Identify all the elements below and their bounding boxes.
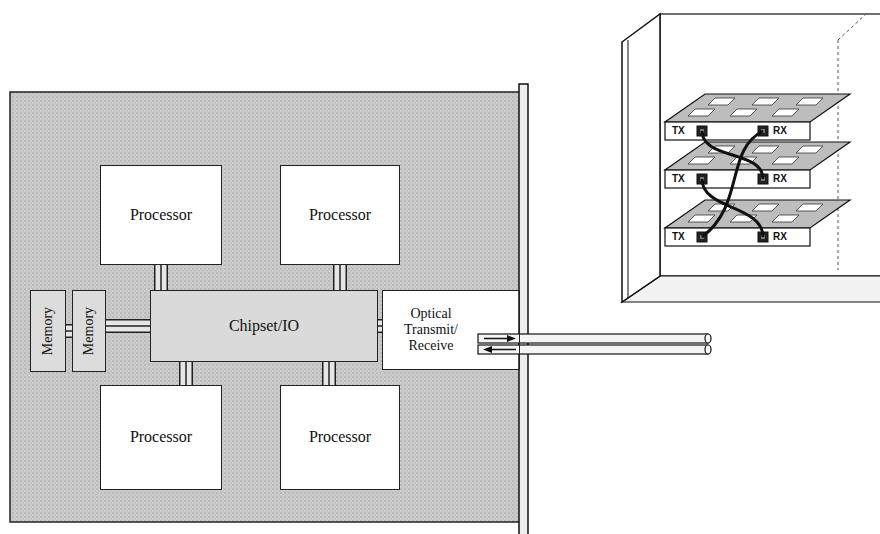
port-label: TX: [672, 126, 685, 136]
port-label: RX: [773, 232, 787, 242]
bus-divider: [339, 265, 341, 290]
chassis-floor: [622, 276, 880, 302]
bus-divider: [328, 362, 330, 385]
faceplate: [519, 84, 528, 534]
node-text: Processor: [309, 428, 371, 446]
processor-box: Processor: [100, 165, 222, 265]
memory-module: Memory: [72, 290, 106, 372]
optical-module: Optical Transmit/ Receive: [382, 290, 520, 370]
chassis-hidden-edge: [838, 40, 839, 270]
bus-connector: [186, 362, 187, 385]
signal-arrowhead: [507, 335, 516, 342]
processor-box: Processor: [280, 385, 400, 490]
cable-end: [705, 345, 711, 354]
node-text: Memory: [81, 307, 97, 355]
circuit-board: [10, 92, 520, 522]
port-label: RX: [773, 126, 787, 136]
chassis-hidden-edge: [838, 14, 866, 40]
signal-arrowhead: [483, 346, 492, 353]
bus-outline: [106, 319, 150, 333]
signal-arrow: [492, 349, 516, 351]
node-text: Optical Transmit/ Receive: [389, 306, 473, 354]
bus-divider: [185, 362, 187, 385]
bus-fill: [106, 321, 150, 332]
fiber-loop: [702, 131, 763, 237]
bus-outline: [322, 362, 336, 385]
bus-divider: [106, 325, 150, 327]
node-text: Chipset/IO: [229, 317, 299, 335]
bus-fill: [156, 265, 167, 290]
cable-end: [705, 334, 711, 343]
bus-divider: [160, 265, 162, 290]
bus-connector: [329, 362, 330, 385]
port-label: TX: [672, 232, 685, 242]
bus-outline: [154, 265, 168, 290]
node-text: Processor: [309, 206, 371, 224]
bus-connector: [106, 326, 150, 327]
chassis-side: [622, 14, 660, 302]
bus-fill: [324, 362, 335, 385]
memory-module: Memory: [30, 290, 66, 372]
node-text: Processor: [130, 206, 192, 224]
bus-connector: [340, 265, 341, 290]
processor-box: Processor: [100, 385, 222, 490]
optical-module-ground: [382, 290, 520, 370]
bus-outline: [333, 265, 347, 290]
node-text: Memory: [40, 307, 56, 355]
node-text: Processor: [130, 428, 192, 446]
bus-outline: [179, 362, 193, 385]
fiber-cable: [478, 345, 708, 354]
processor-box: Processor: [280, 165, 400, 265]
chassis-edge: [628, 40, 629, 298]
chassis-back: [660, 14, 880, 276]
bus-fill: [181, 362, 192, 385]
port-label: RX: [773, 174, 787, 184]
port-label: TX: [672, 174, 685, 184]
signal-arrow: [484, 338, 508, 340]
bus-fill: [335, 265, 346, 290]
chipset-box: Chipset/IO: [150, 290, 378, 362]
fiber-cable: [478, 334, 708, 343]
bus-connector: [161, 265, 162, 290]
